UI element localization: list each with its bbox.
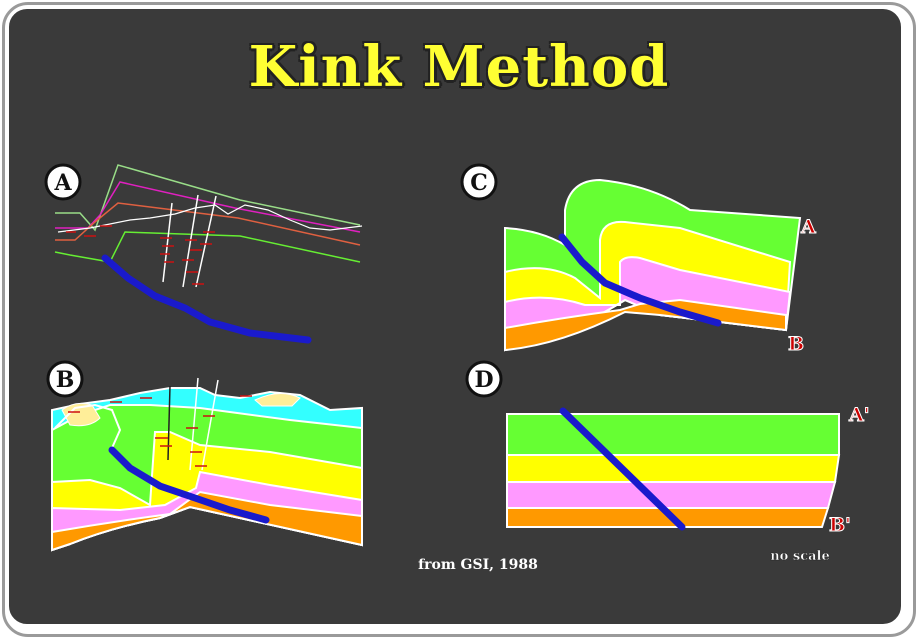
source-caption: from GSI, 1988 [418, 557, 538, 573]
section-a [54, 164, 363, 344]
section-b [51, 377, 363, 552]
pin-label-c-bottom: B [788, 333, 804, 355]
panel-label-a: A [44, 163, 82, 201]
panel-letter-c: C [470, 170, 488, 196]
section-c [504, 178, 802, 352]
panel-letter-a: A [53, 170, 72, 196]
panel-letter-d: D [474, 367, 493, 393]
panel-label-d: D [465, 360, 503, 398]
pin-label-d-bottom: B' [829, 514, 851, 536]
panel-label-b: B [46, 360, 84, 398]
pin-label-d-top: A' [848, 404, 870, 426]
panel-letter-b: B [56, 367, 75, 393]
slide-title: Kink Method [248, 34, 670, 100]
pin-label-c-top: A [800, 216, 816, 238]
section-d [506, 407, 841, 531]
scale-note: no scale [770, 549, 830, 564]
panel-label-c: C [460, 163, 498, 201]
